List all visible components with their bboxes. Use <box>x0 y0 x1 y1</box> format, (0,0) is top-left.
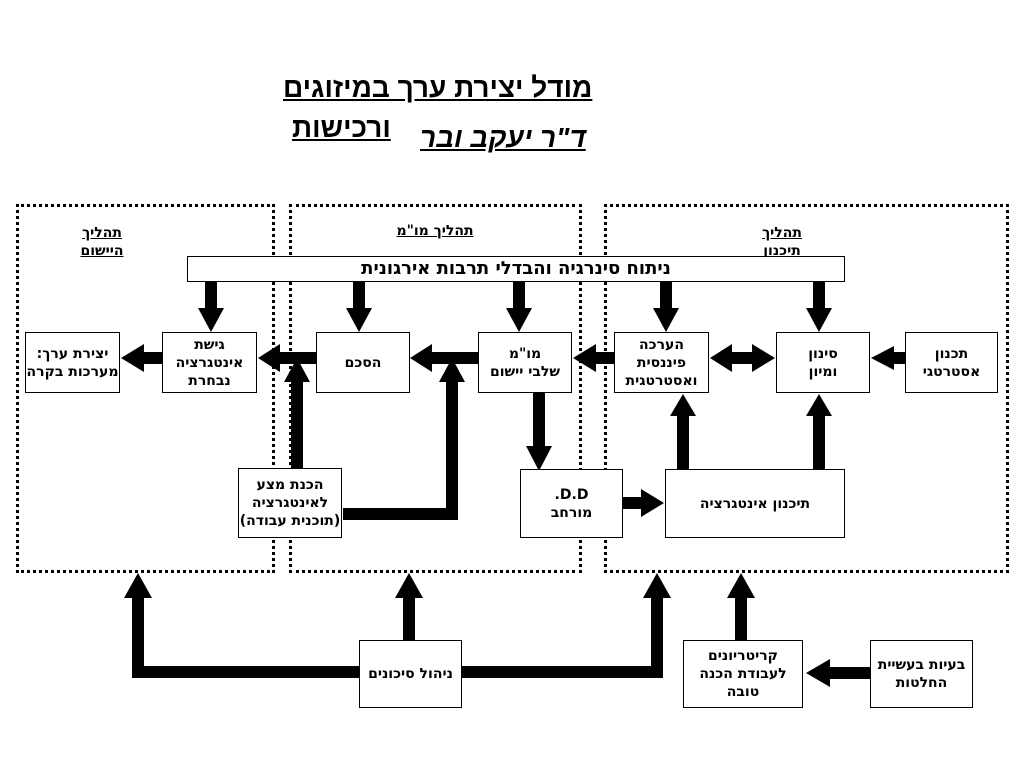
author-name: ד"ר יעקב ובר <box>420 122 586 153</box>
planning-process-label: תהליך תיכנון <box>762 225 802 259</box>
title-line-1: מודל יצירת ערך במיזוגים <box>283 72 593 103</box>
integration-planning-box: תיכנון אינטגרציה <box>665 469 845 538</box>
synergy-culture-analysis-banner: ניתוח סינרגיה והבדלי תרבות אירגונית <box>187 256 845 282</box>
planning-process-region <box>604 204 1009 573</box>
implementation-process-region <box>16 204 275 573</box>
negotiation-process-region <box>289 204 582 573</box>
implementation-process-label: תהליך היישום <box>80 225 124 259</box>
title-line-2: ורכישות <box>292 112 391 143</box>
negotiation-process-label: תהליך מו"מ <box>396 223 474 239</box>
integration-prep-box: הכנת מצע לאינטגרציה (תוכנית עבודה) <box>238 468 342 538</box>
value-creation-box: יצירת ערך: מערכות בקרה <box>25 332 120 393</box>
decision-making-problems-box: בעיות בעשיית החלטות <box>870 640 973 708</box>
agreement-box: הסכם <box>316 332 410 393</box>
strategic-planning-box: תכנון אסטרטגי <box>905 332 998 393</box>
screening-box: סינון ומיון <box>776 332 870 393</box>
financial-evaluation-box: הערכה פיננסית ואסטרטגית <box>614 332 709 393</box>
integration-approach-box: גישת אינטגרציה נבחרת <box>162 332 257 393</box>
good-preparation-criteria-box: קריטריונים לעבודת הכנה טובה <box>683 640 803 708</box>
due-diligence-box: D.D. מורחב <box>520 469 623 538</box>
risk-management-box: ניהול סיכונים <box>359 640 462 708</box>
negotiation-stages-box: מו"מ שלבי יישום <box>478 332 572 393</box>
